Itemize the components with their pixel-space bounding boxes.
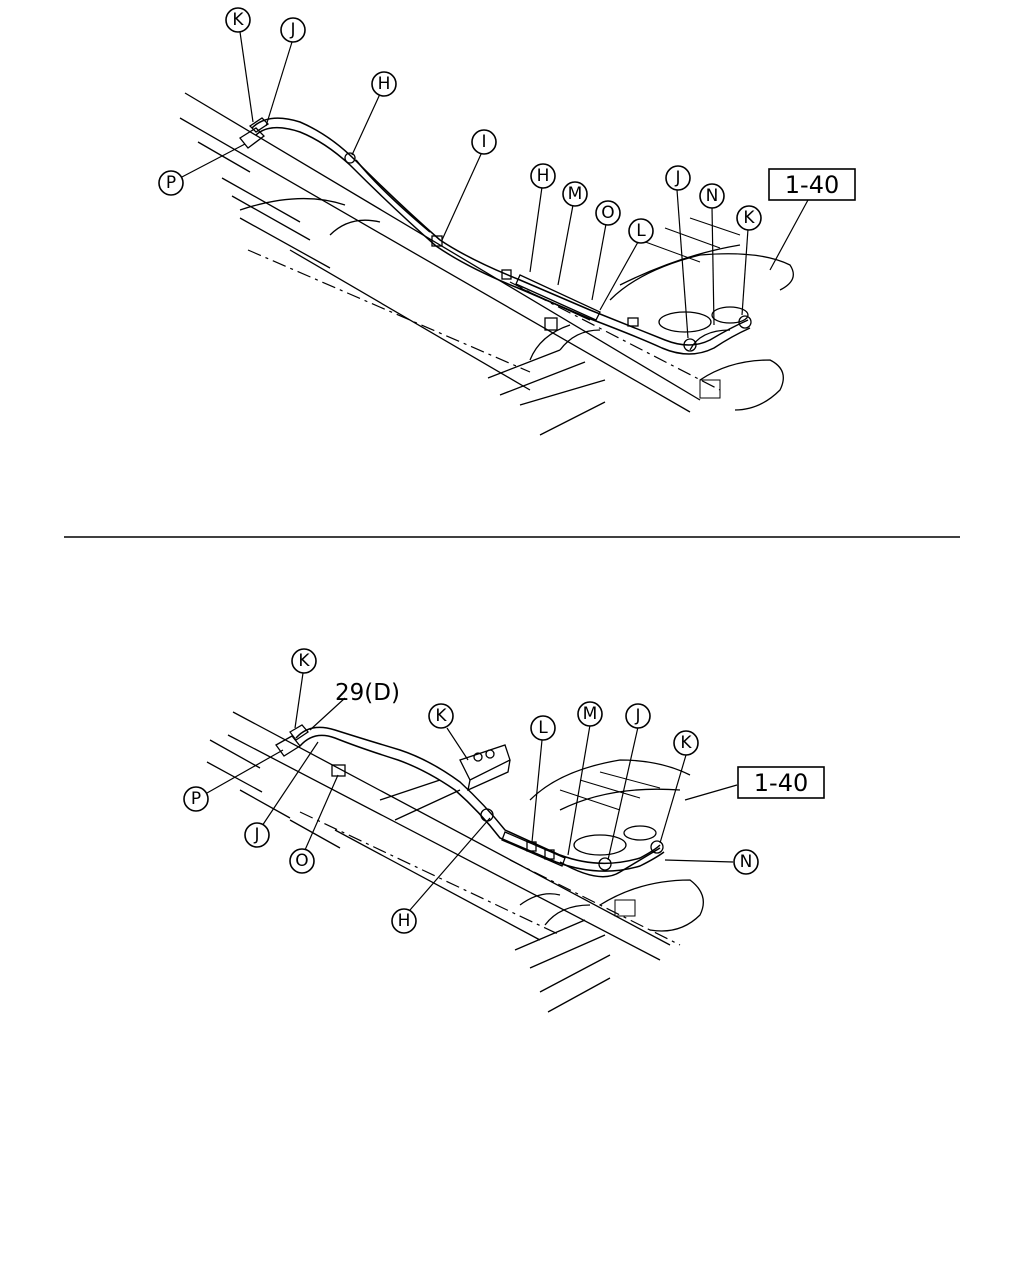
callout-m: M [577,701,603,727]
svg-text:L: L [636,221,646,241]
top-frame-rails [179,92,721,436]
svg-text:P: P [191,789,201,809]
code-label: 29(D) [335,680,400,706]
svg-text:J: J [674,168,680,188]
svg-text:1-40: 1-40 [754,769,808,797]
callout-l: L [530,715,556,741]
reference-box: 1-40 [768,168,856,201]
bottom-fuel-tank-outline [459,744,704,932]
callout-m: M [562,181,588,207]
callout-h: H [530,163,556,189]
svg-text:H: H [537,166,550,186]
callout-k: K [291,648,317,674]
callout-k: K [673,730,699,756]
callout-n: N [733,849,759,875]
callout-p: P [158,170,184,196]
svg-text:P: P [166,173,176,193]
svg-text:K: K [743,208,755,228]
callout-k: K [736,205,762,231]
svg-text:H: H [398,911,411,931]
svg-text:N: N [706,186,719,206]
svg-text:K: K [232,10,244,30]
svg-text:I: I [481,132,486,152]
svg-text:M: M [568,184,583,204]
svg-text:J: J [289,20,295,40]
bottom-frame-rails [206,711,681,1013]
callout-o: O [595,200,621,226]
bottom-diagram: K P J O K H L M J K N 29(D) 1-40 [183,648,825,1013]
callout-h: H [371,71,397,97]
top-brake-pipes [239,117,752,355]
svg-text:K: K [435,706,447,726]
callout-p: P [183,786,209,812]
callout-j: J [625,703,651,729]
svg-text:K: K [298,651,310,671]
callout-j: J [665,165,691,191]
svg-text:O: O [601,203,614,223]
top-diagram: K J H P I H M O L J N K 1-40 [158,7,856,436]
svg-text:L: L [538,718,548,738]
svg-text:O: O [295,851,308,871]
callout-i: I [471,129,497,155]
svg-text:J: J [253,825,259,845]
svg-text:M: M [583,704,598,724]
svg-text:J: J [634,706,640,726]
svg-text:H: H [378,74,391,94]
callout-l: L [628,218,654,244]
bottom-callouts: K P J O K H L M J K N 29(D) 1-40 [183,648,825,934]
top-callouts: K J H P I H M O L J N K 1-40 [158,7,856,339]
reference-box: 1-40 [737,766,825,799]
top-fuel-tank-outline [609,217,794,411]
callout-n: N [699,183,725,209]
callout-k: K [428,703,454,729]
callout-j: J [280,17,306,43]
callout-k: K [225,7,251,33]
svg-text:N: N [740,852,753,872]
callout-j: J [244,822,270,848]
callout-o: O [289,848,315,874]
callout-h: H [391,908,417,934]
bottom-brake-pipes [275,724,665,878]
svg-text:K: K [680,733,692,753]
svg-text:1-40: 1-40 [785,171,839,199]
